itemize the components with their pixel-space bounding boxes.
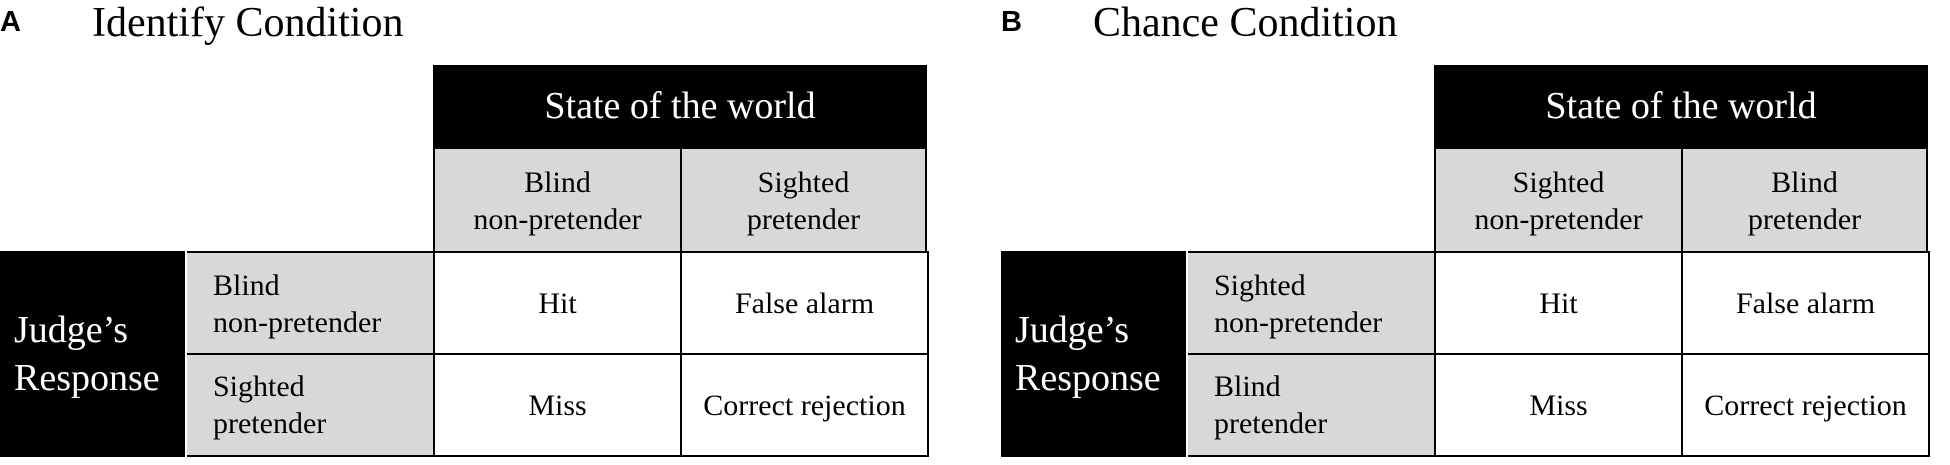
- row-header-label: Blind pretender: [1214, 370, 1328, 440]
- outcome-cell: Correct rejection: [1681, 353, 1930, 457]
- row-header-label: Sighted non-pretender: [1214, 269, 1383, 339]
- column-header: Sighted non-pretender: [1434, 149, 1681, 253]
- state-of-world-header: State of the world: [433, 65, 927, 149]
- row-header: Sighted non-pretender: [1188, 251, 1434, 355]
- outcome-cell: Miss: [433, 353, 682, 457]
- column-header: Blind non-pretender: [433, 149, 680, 253]
- outcome-cell: Miss: [1434, 353, 1683, 457]
- judges-response-header: Judge’s Response: [1001, 251, 1186, 457]
- row-header: Blind non-pretender: [187, 251, 433, 355]
- panel-chance-condition: B Chance Condition State of the world Si…: [1001, 0, 1945, 465]
- outcome-cell: Hit: [433, 251, 682, 355]
- panel-letter: A: [0, 6, 21, 38]
- state-of-world-header: State of the world: [1434, 65, 1928, 149]
- column-header: Sighted pretender: [680, 149, 927, 253]
- column-header-label: Sighted pretender: [746, 166, 861, 236]
- column-header-label: Blind non-pretender: [473, 166, 642, 236]
- judges-response-header: Judge’s Response: [0, 251, 185, 457]
- panel-letter: B: [1001, 6, 1022, 38]
- outcome-cell: False alarm: [1681, 251, 1930, 355]
- judges-response-label: Judge’s Response: [14, 309, 160, 399]
- outcome-cell: Correct rejection: [680, 353, 929, 457]
- panel-title: Identify Condition: [92, 0, 404, 46]
- row-header-label: Sighted pretender: [213, 370, 327, 440]
- judges-response-label: Judge’s Response: [1015, 309, 1161, 399]
- outcome-cell: False alarm: [680, 251, 929, 355]
- row-header-label: Blind non-pretender: [213, 269, 382, 339]
- row-header: Sighted pretender: [187, 353, 433, 457]
- panel-identify-condition: A Identify Condition State of the world …: [0, 0, 944, 465]
- outcome-cell: Hit: [1434, 251, 1683, 355]
- column-header: Blind pretender: [1681, 149, 1928, 253]
- panel-title: Chance Condition: [1093, 0, 1398, 46]
- column-header-label: Sighted non-pretender: [1474, 166, 1643, 236]
- row-header: Blind pretender: [1188, 353, 1434, 457]
- column-header-label: Blind pretender: [1747, 166, 1862, 236]
